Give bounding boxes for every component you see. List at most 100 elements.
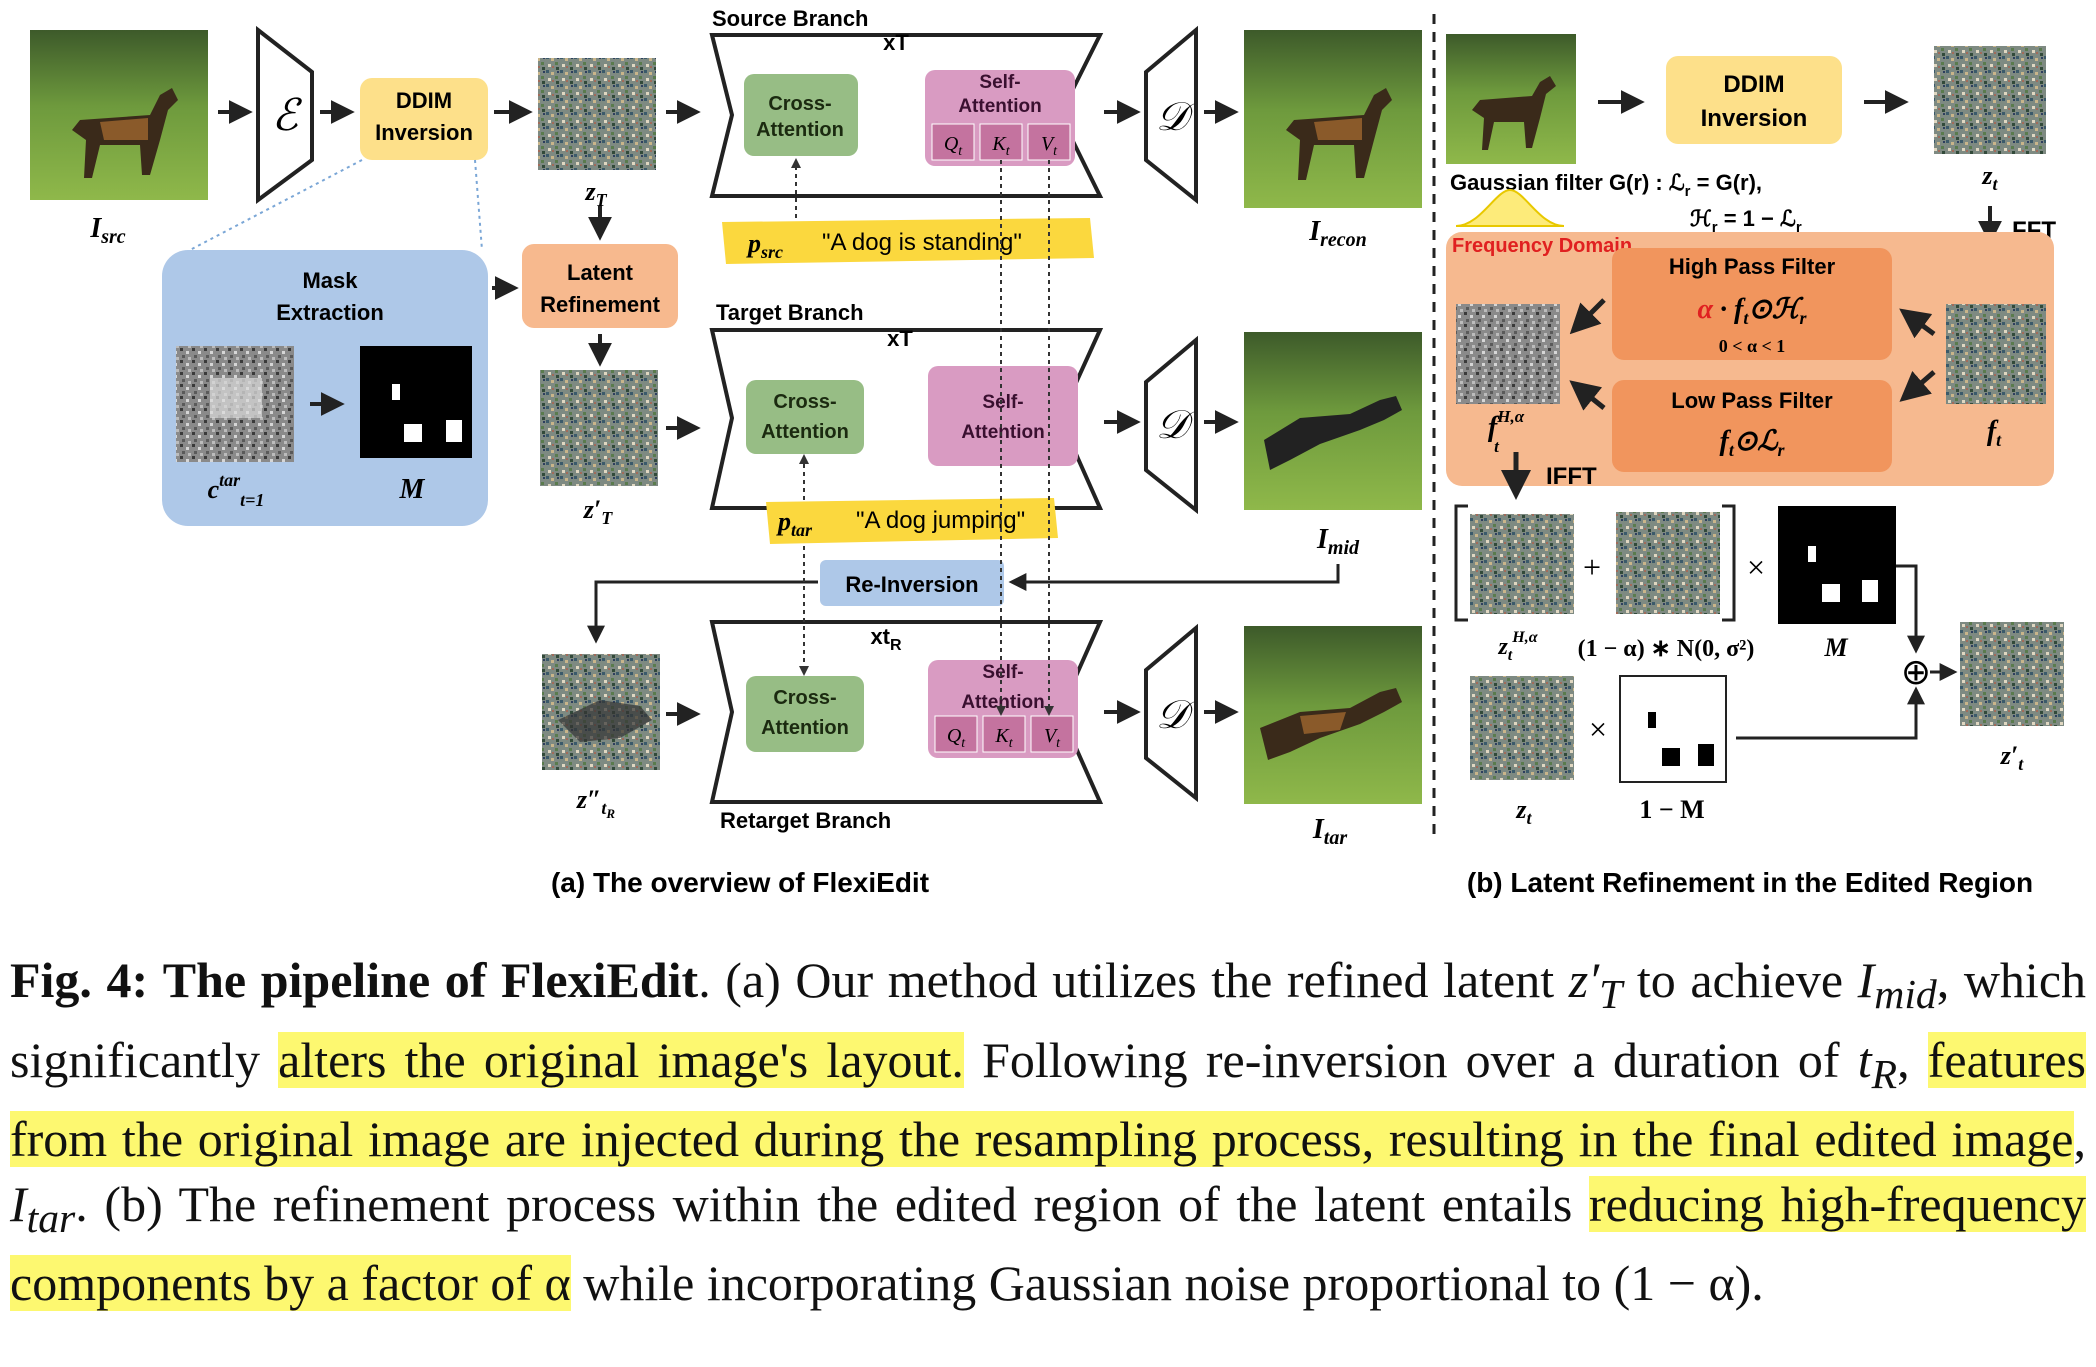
gaussian-filter-text: Gaussian filter G(r) : ℒr = G(r),	[1450, 170, 1762, 200]
svg-text:High Pass Filter: High Pass Filter	[1669, 254, 1836, 279]
z-double-prime-label: z″tR	[576, 785, 616, 821]
panel-b-zt-label: zt	[1981, 161, 1998, 194]
caption-text-8: while incorporating Gaussian noise propo…	[570, 1255, 1764, 1311]
svg-text:Re-Inversion: Re-Inversion	[845, 572, 978, 597]
svg-text:Low Pass Filter: Low Pass Filter	[1671, 388, 1833, 413]
svg-text:Attention: Attention	[756, 119, 844, 141]
svg-text:+: +	[1583, 549, 1601, 585]
svg-text:DDIM: DDIM	[396, 88, 452, 113]
inverse-mask	[1619, 675, 1727, 783]
z-h-latent	[1470, 514, 1574, 614]
source-image	[30, 30, 208, 200]
svg-text:α · ft⊙ℋr: α · ft⊙ℋr	[1698, 294, 1808, 328]
svg-text:ptar: ptar	[776, 507, 813, 540]
high-pass-filter-box	[1612, 248, 1892, 360]
figure-caption: Fig. 4: The pipeline of FlexiEdit. (a) O…	[10, 948, 2087, 1316]
svg-text:Cross-: Cross-	[773, 391, 836, 413]
svg-text:Extraction: Extraction	[276, 300, 384, 325]
low-pass-filter-box	[1612, 380, 1892, 472]
tar-image	[1244, 626, 1422, 804]
c-tar-label: ctart=1	[208, 470, 265, 510]
ddim-inversion-box: DDIM Inversion	[360, 78, 488, 160]
svg-text:Attention: Attention	[958, 96, 1041, 117]
cross-attention-box	[744, 74, 858, 156]
z-t-second	[1470, 676, 1574, 780]
re-inversion-box: Re-Inversion	[820, 560, 1004, 606]
f-t-spectrum	[1946, 304, 2046, 404]
i-recon-label: Irecon	[1308, 216, 1367, 251]
highpass-definition: ℋr = 1 − ℒr	[1690, 206, 1802, 236]
panel-b-mask	[1778, 506, 1896, 624]
encoder-block: ℰ	[256, 25, 314, 204]
prompt-src: psrc "A dog is standing"	[722, 218, 1094, 264]
caption-math-tr: t	[1857, 1031, 1872, 1088]
z-t-label: zT	[584, 177, 607, 210]
f-h-spectrum	[1456, 304, 1560, 404]
svg-text:Mask: Mask	[302, 268, 358, 293]
svg-text:×: ×	[1589, 711, 1607, 747]
svg-text:Cross-: Cross-	[773, 687, 836, 709]
svg-text:Inversion: Inversion	[1701, 105, 1808, 132]
svg-text:(1 − α) ∗ N(0, σ²): (1 − α) ∗ N(0, σ²)	[1578, 636, 1755, 662]
svg-text:ft: ft	[1987, 416, 2002, 450]
caption-fig-label: Fig. 4:	[10, 952, 149, 1008]
svg-text:ℰ: ℰ	[272, 91, 303, 140]
svg-text:ft⊙ℒr: ft⊙ℒr	[1720, 426, 1786, 460]
mid-image	[1244, 332, 1422, 510]
panel-b-caption: (b) Latent Refinement in the Edited Regi…	[1467, 867, 2033, 898]
i-src-label: Isrc	[89, 213, 125, 248]
svg-text:Attention: Attention	[961, 422, 1044, 443]
source-unet: xT Cross- Attention Self- Attention Qt K…	[709, 30, 1104, 198]
svg-text:Refinement: Refinement	[540, 292, 660, 317]
pipeline-figure: Isrc ℰ DDIM Inversion zT Source Branch x…	[30, 6, 2064, 898]
decoder-retarget	[1144, 623, 1198, 803]
caption-text-3: , which significantly	[10, 952, 2087, 1088]
decoder-source	[1144, 25, 1198, 205]
svg-text:zt: zt	[1515, 795, 1532, 828]
svg-text:z′t: z′t	[2000, 741, 2024, 774]
caption-math-tr-sub: R	[1871, 1051, 1898, 1098]
svg-text:×: ×	[1747, 549, 1765, 585]
m-label: M	[399, 474, 426, 505]
target-unet: xT Cross- Attention Self- Attention	[709, 326, 1104, 510]
svg-text:"A dog is standing": "A dog is standing"	[822, 229, 1022, 256]
source-branch-label: Source Branch	[712, 6, 869, 31]
svg-text:psrc: psrc	[746, 229, 783, 262]
retarget-unet: xtR Cross- Attention Self- Attention Qt …	[709, 620, 1104, 804]
panel-b-source-image	[1446, 34, 1576, 164]
target-branch-label: Target Branch	[716, 300, 864, 325]
panel-a-caption: (a) The overview of FlexiEdit	[551, 867, 929, 898]
gaussian-curve-icon	[1455, 188, 1565, 227]
prompt-tar: ptar "A dog jumping"	[766, 498, 1058, 544]
caption-math-zt-sub: T	[1599, 972, 1623, 1018]
caption-text-6: ,	[2073, 1111, 2087, 1167]
svg-text:ztH,α: ztH,α	[1497, 629, 1538, 664]
caption-highlight-1: alters the original image's layout.	[278, 1031, 964, 1088]
svg-text:Self-: Self-	[982, 662, 1023, 683]
svg-text:Attention: Attention	[761, 717, 849, 739]
caption-math-imid-sub: mid	[1874, 972, 1937, 1018]
panel-b-zt-latent	[1934, 46, 2046, 154]
svg-text:xtR: xtR	[870, 624, 902, 654]
caption-math-itar: I	[10, 1175, 27, 1232]
frequency-domain-box: Frequency Domain High Pass Filter α · ft…	[1446, 232, 2054, 486]
z-double-prime-latent	[542, 654, 660, 770]
svg-text:Attention: Attention	[761, 421, 849, 443]
caption-text-2: to achieve	[1622, 952, 1858, 1008]
noise-latent	[1616, 512, 1720, 614]
svg-text:0 < α < 1: 0 < α < 1	[1719, 336, 1786, 356]
svg-text:DDIM: DDIM	[1723, 71, 1784, 98]
caption-fig-title: The pipeline of FlexiEdit	[162, 952, 699, 1008]
oplus-icon: ⊕	[1901, 652, 1931, 692]
svg-text:Latent: Latent	[567, 260, 634, 285]
z-prime-t-label: z′T	[583, 495, 613, 528]
svg-text:Self-: Self-	[982, 392, 1023, 413]
caption-text-5: ,	[1897, 1031, 1928, 1088]
svg-text:Self-: Self-	[979, 72, 1020, 93]
svg-text:xT: xT	[883, 30, 909, 55]
svg-text:Cross-: Cross-	[768, 93, 831, 115]
ifft-label: IFFT	[1546, 463, 1597, 490]
caption-math-itar-sub: tar	[26, 1195, 76, 1242]
svg-text:Attention: Attention	[961, 692, 1044, 713]
decoder-target	[1144, 335, 1198, 515]
